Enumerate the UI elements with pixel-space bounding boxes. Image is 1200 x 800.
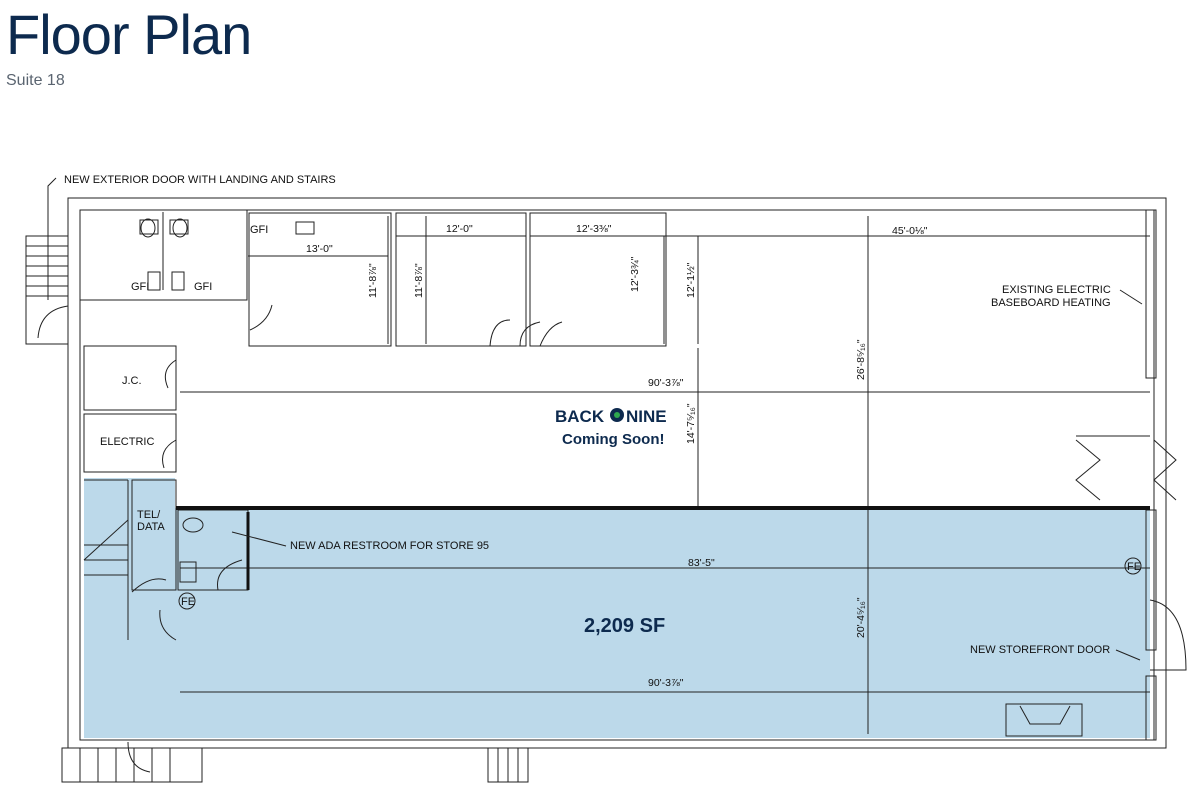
dim-14-7: 14'-7⁵⁄₁₆" [685,403,697,444]
tenant-status: Coming Soon! [562,431,664,448]
suite-subtitle: Suite 18 [6,72,65,89]
building-inner-wall [79,209,1155,741]
tenant-logo: BACK NINE Coming Soon! [555,407,667,448]
room-label-jc: J.C. [122,375,142,387]
fe-label-b: FE [1127,561,1141,573]
bottom-stairs [61,741,529,783]
callout-storefront-door: NEW STOREFRONT DOOR [970,644,1110,656]
building-outer-wall [67,197,1167,749]
callout-heating-1: EXISTING ELECTRIC [1002,284,1111,296]
stair-left [83,479,129,640]
gfi-label-a: GFI [131,281,149,293]
dim-11-8-a: 11'-8⅞" [367,263,379,298]
room-label-electric: ELECTRIC [100,436,154,448]
dim-11-8-b: 11'-8⅞" [413,263,425,298]
room-label-data: DATA [137,521,165,533]
logo-text-left: BACK [555,407,605,426]
exterior-stairs [25,235,69,345]
electric-room [83,413,177,473]
dim-45-0: 45'-0⅛" [892,225,928,237]
gfi-label-c: GFI [250,224,268,236]
callout-heating-2: BASEBOARD HEATING [991,297,1111,309]
dim-90-3-top: 90'-3⅞" [648,377,684,389]
dim-26-8: 26'-8⁵⁄₁₆" [855,339,867,380]
fe-label-a: FE [181,596,195,608]
page-title: Floor Plan [6,3,252,66]
dim-83-5: 83'-5" [688,557,715,569]
gfi-label-b: GFI [194,281,212,293]
logo-text-right: NINE [626,407,667,426]
office-2 [395,212,527,347]
dim-90-3-bottom: 90'-3⅞" [648,677,684,689]
jc-room [83,345,177,411]
display-case [1005,703,1083,737]
callout-exterior-door: NEW EXTERIOR DOOR WITH LANDING AND STAIR… [64,174,336,186]
dim-12-3-top: 12'-3⅜" [576,223,612,235]
dim-20-4: 20'-4⁵⁄₁₆" [855,597,867,638]
room-label-tel: TEL/ [137,509,161,521]
suite-highlight [84,478,1150,738]
dim-12-1: 12'-1½" [685,262,697,298]
dim-12-3-side: 12'-3¾" [629,256,641,292]
dim-13-0: 13'-0" [306,243,333,255]
storefront-wall [1145,209,1187,741]
restroom-block [79,209,248,301]
suite-area: 2,209 SF [584,615,665,637]
office-3 [529,212,667,347]
dim-12-0: 12'-0" [446,223,473,235]
office-1 [248,212,392,347]
callout-ada-restroom: NEW ADA RESTROOM FOR STORE 95 [290,540,489,552]
